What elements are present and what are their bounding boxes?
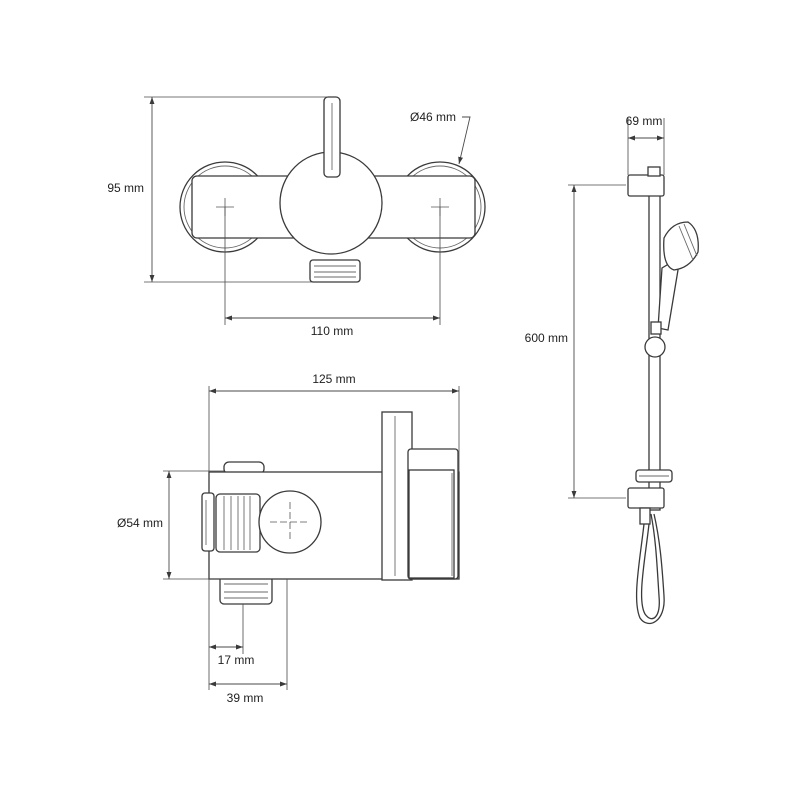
shower-handset bbox=[657, 261, 679, 331]
dim-depth-inlet: 17 mm bbox=[218, 653, 255, 667]
dim-rail-length: 600 mm bbox=[525, 331, 568, 345]
dim-diameter-body: Ø54 mm bbox=[117, 516, 163, 530]
dim-height-front: 95 mm bbox=[107, 181, 144, 195]
dim-rail-width: 69 mm bbox=[626, 114, 663, 128]
shower-rail-view: 69 mm 600 mm bbox=[525, 114, 699, 624]
bottom-wall-bracket bbox=[627, 487, 665, 509]
wall-plate bbox=[201, 492, 215, 552]
dim-depth-outlet: 39 mm bbox=[227, 691, 264, 705]
lever-side bbox=[381, 411, 413, 581]
shower-hose bbox=[635, 513, 665, 624]
front-view: 95 mm 110 mm Ø46 mm bbox=[107, 96, 486, 338]
shower-head bbox=[663, 221, 699, 271]
dim-centres: 110 mm bbox=[311, 324, 353, 338]
dim-depth-total: 125 mm bbox=[312, 372, 355, 386]
dim-diameter-control: Ø46 mm bbox=[410, 110, 456, 124]
outlet-nut bbox=[309, 259, 361, 283]
top-wall-bracket bbox=[627, 174, 665, 197]
slider-knob bbox=[644, 336, 666, 358]
side-view: 125 mm Ø54 mm 17 mm 39 mm bbox=[117, 372, 460, 705]
bottom-inlet-nut bbox=[219, 575, 273, 605]
hose-connector bbox=[639, 507, 651, 525]
